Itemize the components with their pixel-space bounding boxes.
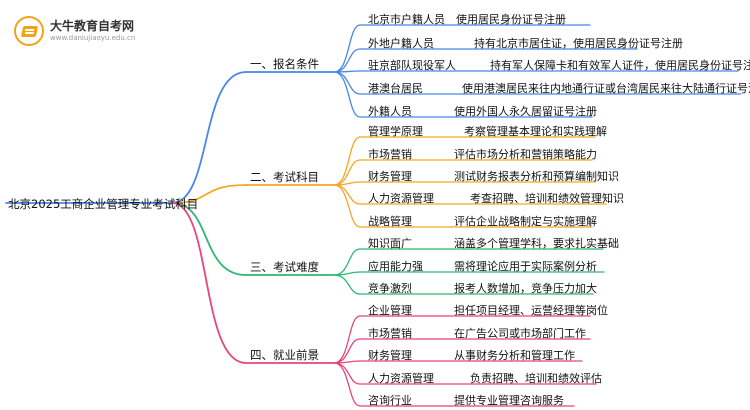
leaf-item-desc: 担任项目经理、运营经理等岗位 [454,304,608,317]
root-topic: 北京2025工商企业管理专业考试科目 [8,197,199,211]
leaf-item-name: 外地户籍人员 [368,37,434,50]
leaf-item-name: 知识面广 [368,237,412,250]
leaf-item-desc: 持有北京市居住证，使用居民身份证号注册 [474,37,683,50]
leaf-connector [333,159,361,186]
root-branch-connector [171,202,247,364]
leaf-item-name: 企业管理 [368,304,412,317]
root-branch-connector [171,202,247,276]
leaf-item-name: 港澳台居民 [368,82,423,95]
leaf-item-desc: 负责招聘、培训和绩效评估 [470,372,602,385]
logo-url: www.daniujiaoyu.edu.cn [50,34,136,42]
logo: 大牛教育自考网 www.daniujiaoyu.edu.cn [14,14,144,48]
leaf-item-desc: 使用居民身份证号注册 [456,13,566,26]
leaf-item-desc: 在广告公司或市场部门工作 [454,327,586,340]
book-logo-icon [14,16,44,46]
leaf-item-desc: 提供专业管理咨询服务 [454,394,564,407]
leaf-item-desc: 需将理论应用于实际案例分析 [454,260,597,273]
leaf-item-name: 咨询行业 [368,394,412,407]
leaf-item-desc: 涵盖多个管理学科，要求扎实基础 [454,237,619,250]
leaf-connector [333,71,361,118]
leaf-item-desc: 测试财务报表分析和预算编制知识 [454,170,619,183]
leaf-item-desc: 报考人数增加，竞争压力加大 [454,282,597,295]
leaf-item-desc: 从事财务分析和管理工作 [454,349,575,362]
leaf-item-desc: 使用港澳居民来往内地通行证或台湾居民来往大陆通行证号注册 [462,82,750,95]
leaf-item-name: 北京市户籍人员 [368,13,445,26]
leaf-item-desc: 使用外国人永久居留证号注册 [454,105,597,118]
leaf-item-desc: 评估市场分析和营销策略能力 [454,148,597,161]
category-label: 三、考试难度 [250,260,319,274]
leaf-item-name: 战略管理 [368,215,412,228]
leaf-item-name: 市场营销 [368,148,412,161]
leaf-item-name: 驻京部队现役军人 [368,59,456,72]
leaf-item-name: 竞争激烈 [368,282,412,295]
leaf-item-name: 市场营销 [368,327,412,340]
logo-title: 大牛教育自考网 [50,19,135,33]
leaf-item-name: 财务管理 [368,170,412,183]
leaf-connector [333,136,361,186]
leaf-connector [333,315,361,364]
leaf-item-name: 管理学原理 [368,125,423,138]
root-branch-connector [171,71,247,204]
leaf-item-name: 外籍人员 [368,105,412,118]
leaf-connector [333,274,361,295]
category-label: 一、报名条件 [250,57,319,71]
leaf-connector [333,184,361,228]
leaf-connector [333,362,361,407]
leaf-connector [333,271,361,276]
leaf-item-desc: 考察管理基本理论和实践理解 [464,125,607,138]
leaf-item-name: 应用能力强 [368,260,423,273]
leaf-item-desc: 持有军人保障卡和有效军人证件，使用居民身份证号注册 [490,59,750,72]
leaf-item-desc: 考查招聘、培训和绩效管理知识 [470,192,624,205]
root-branch-connector [171,184,247,204]
leaf-item-name: 人力资源管理 [368,192,434,205]
leaf-connector [333,24,361,73]
leaf-item-name: 财务管理 [368,349,412,362]
category-label: 四、就业前景 [250,348,319,362]
leaf-item-desc: 评估企业战略制定与实施理解 [454,215,597,228]
leaf-item-name: 人力资源管理 [368,372,434,385]
leaf-connector [333,248,361,276]
category-label: 二、考试科目 [250,170,319,184]
